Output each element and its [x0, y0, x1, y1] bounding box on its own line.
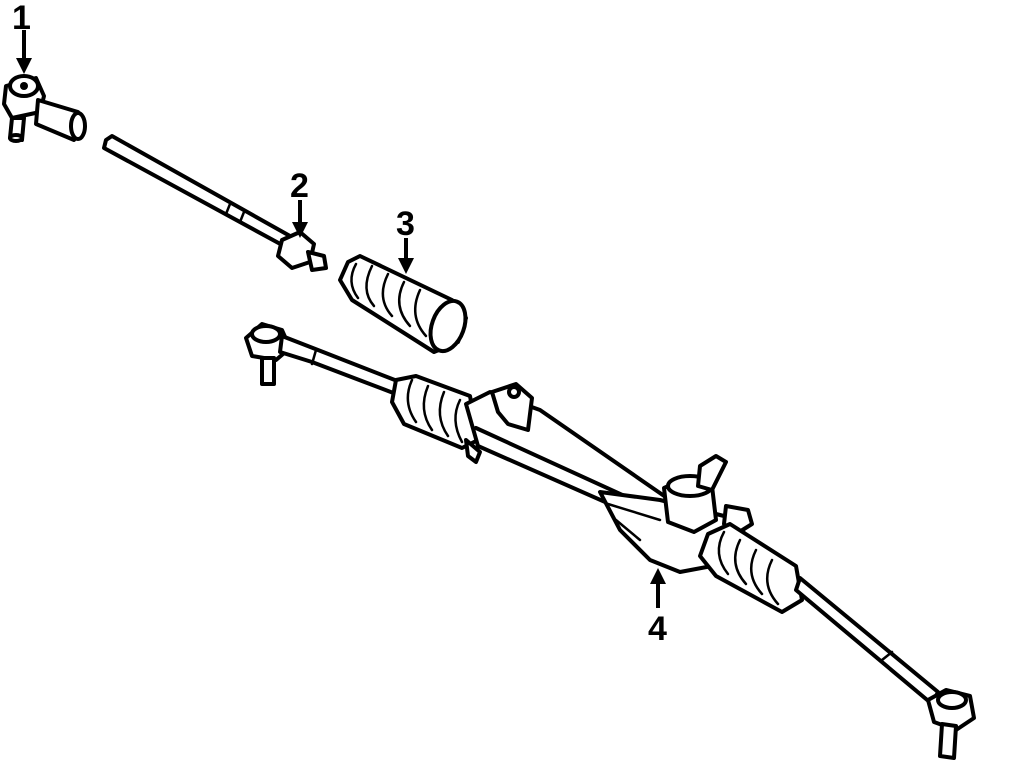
- part-2-inner-tie-rod: [102, 134, 328, 272]
- callout-arrow-1: [16, 30, 32, 74]
- part-3-rack-boot: [338, 254, 468, 354]
- callout-arrow-4: [650, 568, 666, 608]
- callout-label-3: 3: [396, 205, 415, 243]
- part-1-outer-tie-rod-end: [2, 74, 87, 143]
- callout-label-4: 4: [648, 610, 667, 648]
- part-4-steering-gear-assembly: [244, 322, 976, 760]
- callout-arrow-3: [398, 238, 414, 274]
- callout-label-1: 1: [12, 0, 31, 37]
- callout-label-2: 2: [290, 167, 309, 205]
- callout-arrow-2: [292, 200, 308, 238]
